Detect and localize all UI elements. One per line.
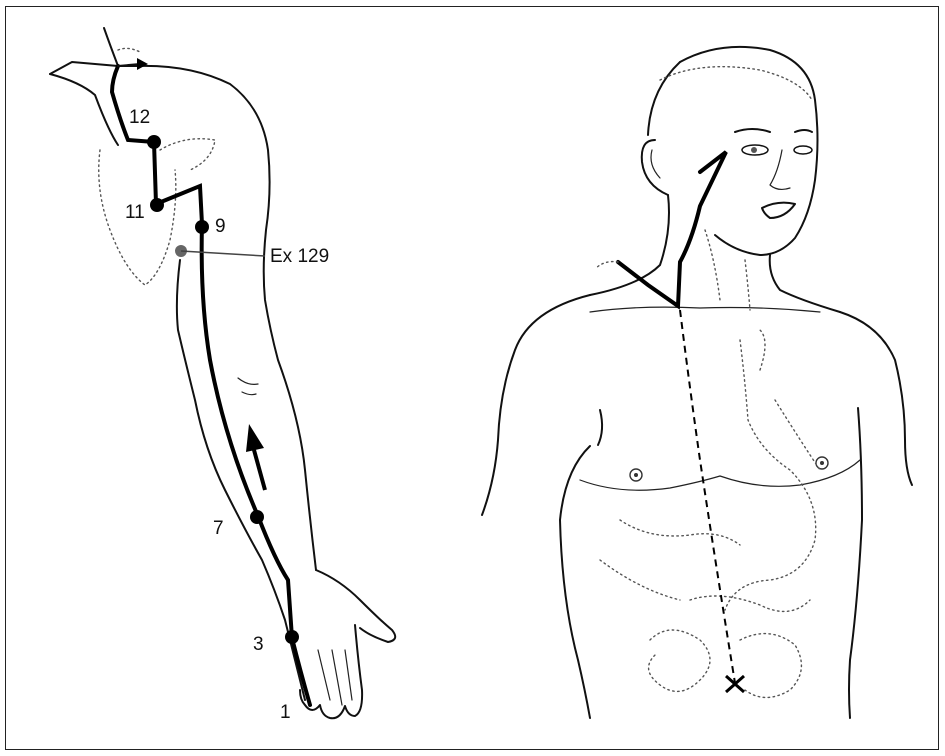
point-3-marker [285,630,299,644]
point-9-marker [195,220,209,234]
head-outline [680,47,818,255]
neck-line [104,28,118,66]
torso-right-side [849,408,862,718]
nose [770,150,790,189]
clavicle-line [590,307,820,312]
stomach-outline [725,340,816,610]
right-shoulder-arm [840,312,912,485]
point-12-marker [147,135,161,149]
intestine-loop-2 [740,634,801,698]
pectoral-line [580,460,860,490]
neck-right [770,255,840,312]
left-shoulder-arm [482,295,590,515]
arm-outer-outline [50,62,316,570]
shoulder-outline [50,74,118,145]
point-3-label: 3 [253,634,264,655]
ear-outline [642,140,668,195]
top-arrow-head [137,58,148,70]
point-11-label: 11 [125,202,145,223]
torso-left-side [560,446,590,718]
eye-left [794,146,812,154]
extra-point-label: Ex 129 [270,246,329,267]
mouth [762,203,795,218]
point-7-marker [250,510,264,524]
neck-left [590,195,669,295]
elbow-crease [238,378,258,384]
liver-outline [620,520,740,545]
head-back [648,62,680,135]
torso-illustration [482,47,912,718]
brow-right [735,129,770,132]
point-1-label: 1 [280,702,291,723]
internal-pathway [680,310,735,683]
direction-arrow-stem [254,450,265,490]
brow-left [795,130,812,132]
direction-arrow-head [246,424,264,452]
point-11-marker [150,198,164,212]
intestine-loop-1 [649,630,710,691]
face-meridian-line [618,152,726,306]
point-12-label: 12 [129,107,150,128]
hairline [660,67,812,100]
point-9-label: 9 [215,216,226,237]
extra-point-leader [181,251,265,256]
point-7-label: 7 [213,518,224,539]
arm-illustration: 12 11 9 Ex 129 7 3 1 [50,28,395,723]
